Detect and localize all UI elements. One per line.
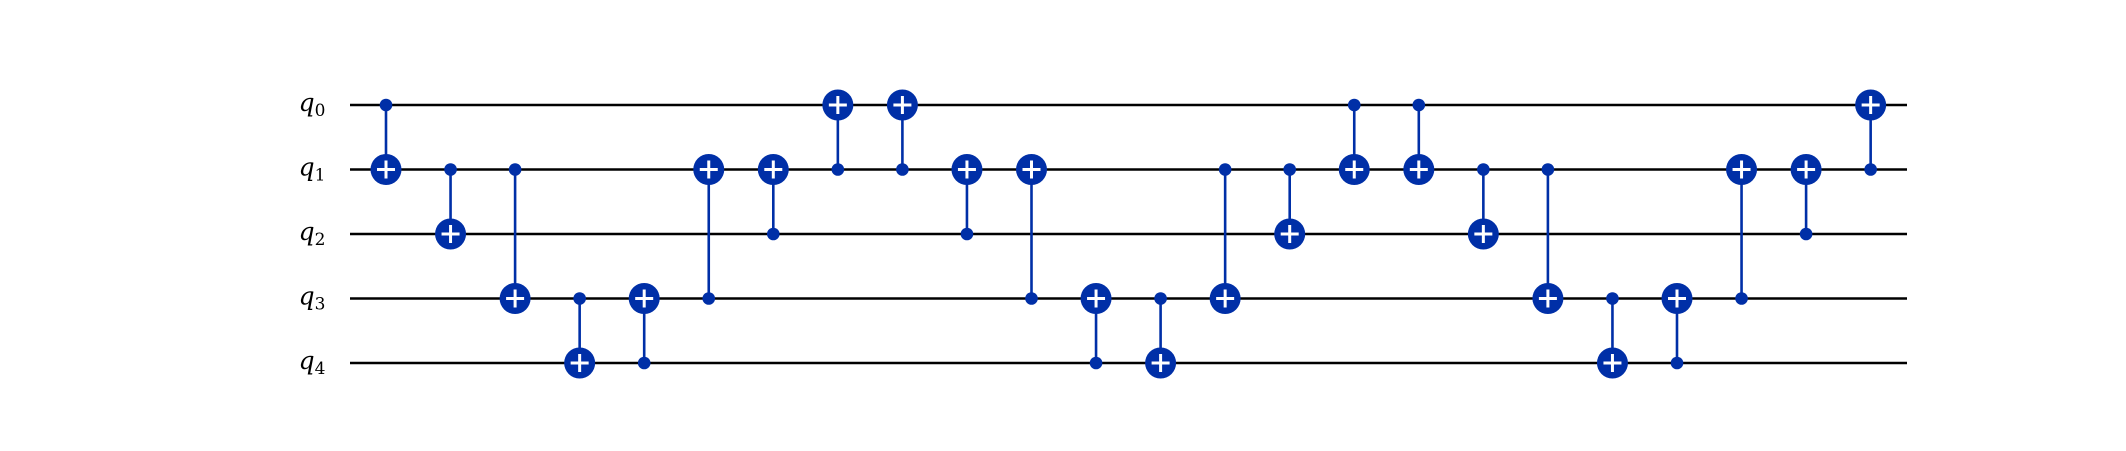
control-dot	[1477, 163, 1490, 176]
target-plus-icon	[951, 154, 983, 185]
control-dot	[1799, 227, 1813, 241]
cnot-gate-12	[1145, 292, 1177, 379]
target-plus-icon	[1596, 347, 1628, 379]
qubit-label-3: q3	[299, 282, 326, 315]
control-dot	[637, 356, 651, 370]
qubit-label-index: 0	[315, 101, 326, 121]
target-plus-icon	[822, 89, 854, 121]
control-dot	[1864, 163, 1877, 176]
qubit-wires	[350, 103, 1907, 365]
control-dot	[1218, 163, 1232, 176]
cnot-gate-19	[1596, 292, 1628, 379]
control-dot	[1347, 98, 1361, 112]
cnot-gate-0	[370, 98, 402, 185]
target-plus-icon	[370, 154, 402, 185]
qubit-label-index: 1	[315, 166, 326, 186]
cnot-gate-16	[1403, 98, 1435, 185]
target-plus-icon	[564, 347, 596, 379]
cnot-gate-10	[1016, 154, 1047, 305]
target-plus-icon	[693, 154, 725, 185]
cnot-gate-4	[628, 283, 660, 370]
control-dot	[1412, 98, 1426, 112]
control-dot	[444, 163, 457, 176]
control-dot	[379, 98, 393, 112]
target-plus-icon	[886, 89, 918, 121]
qubit-label-0: q0	[299, 88, 326, 121]
control-dot	[960, 227, 974, 241]
qubit-label-index: 2	[315, 230, 326, 250]
qubit-label-1: q1	[299, 153, 326, 186]
cnot-gate-2	[499, 163, 531, 314]
cnot-gate-17	[1467, 163, 1499, 250]
gate-layer	[370, 89, 1887, 379]
target-plus-icon	[499, 283, 531, 314]
cnot-gate-14	[1274, 163, 1306, 250]
control-dot	[1541, 163, 1555, 176]
target-plus-icon	[1016, 154, 1047, 185]
cnot-gate-23	[1855, 89, 1887, 176]
target-plus-icon	[1855, 89, 1887, 121]
target-plus-icon	[1145, 347, 1177, 379]
qubit-label-name: q	[299, 282, 315, 311]
control-dot	[1089, 356, 1103, 370]
qubit-label-name: q	[299, 217, 315, 246]
cnot-gate-9	[951, 154, 983, 241]
control-dot	[573, 292, 586, 305]
cnot-gate-11	[1080, 283, 1112, 370]
target-plus-icon	[1467, 218, 1499, 250]
control-dot	[1283, 163, 1296, 176]
cnot-gate-6	[757, 154, 789, 241]
control-dot	[831, 163, 845, 176]
cnot-gate-20	[1661, 283, 1693, 370]
control-dot	[1606, 292, 1619, 305]
qubit-label-name: q	[299, 88, 315, 117]
cnot-gate-13	[1209, 163, 1241, 314]
target-plus-icon	[757, 154, 789, 185]
control-dot	[1670, 356, 1684, 370]
qubit-label-name: q	[299, 153, 315, 182]
target-plus-icon	[1080, 283, 1112, 314]
target-plus-icon	[628, 283, 660, 314]
target-plus-icon	[1274, 218, 1306, 250]
target-plus-icon	[1209, 283, 1241, 314]
control-dot	[896, 163, 909, 176]
cnot-gate-3	[564, 292, 596, 379]
cnot-gate-22	[1790, 154, 1822, 241]
control-dot	[702, 292, 716, 305]
cnot-gate-15	[1338, 98, 1370, 185]
target-plus-icon	[1661, 283, 1693, 314]
target-plus-icon	[1726, 154, 1758, 185]
control-dot	[1025, 292, 1038, 305]
cnot-gate-5	[693, 154, 725, 305]
target-plus-icon	[1403, 154, 1435, 185]
qubit-label-index: 3	[315, 295, 326, 315]
target-plus-icon	[1790, 154, 1822, 185]
target-plus-icon	[1338, 154, 1370, 185]
control-dot	[1735, 292, 1748, 305]
cnot-gate-7	[822, 89, 854, 176]
cnot-gate-21	[1726, 154, 1758, 305]
cnot-gate-8	[886, 89, 918, 176]
control-dot	[1154, 292, 1167, 305]
target-plus-icon	[435, 218, 467, 250]
cnot-gate-18	[1532, 163, 1564, 314]
qubit-label-index: 4	[315, 359, 326, 379]
qubit-label-4: q4	[299, 346, 326, 379]
qubit-label-2: q2	[299, 217, 326, 250]
qubit-label-name: q	[299, 346, 315, 375]
control-dot	[767, 227, 780, 241]
control-dot	[508, 163, 522, 176]
target-plus-icon	[1532, 283, 1564, 314]
cnot-gate-1	[435, 163, 467, 250]
